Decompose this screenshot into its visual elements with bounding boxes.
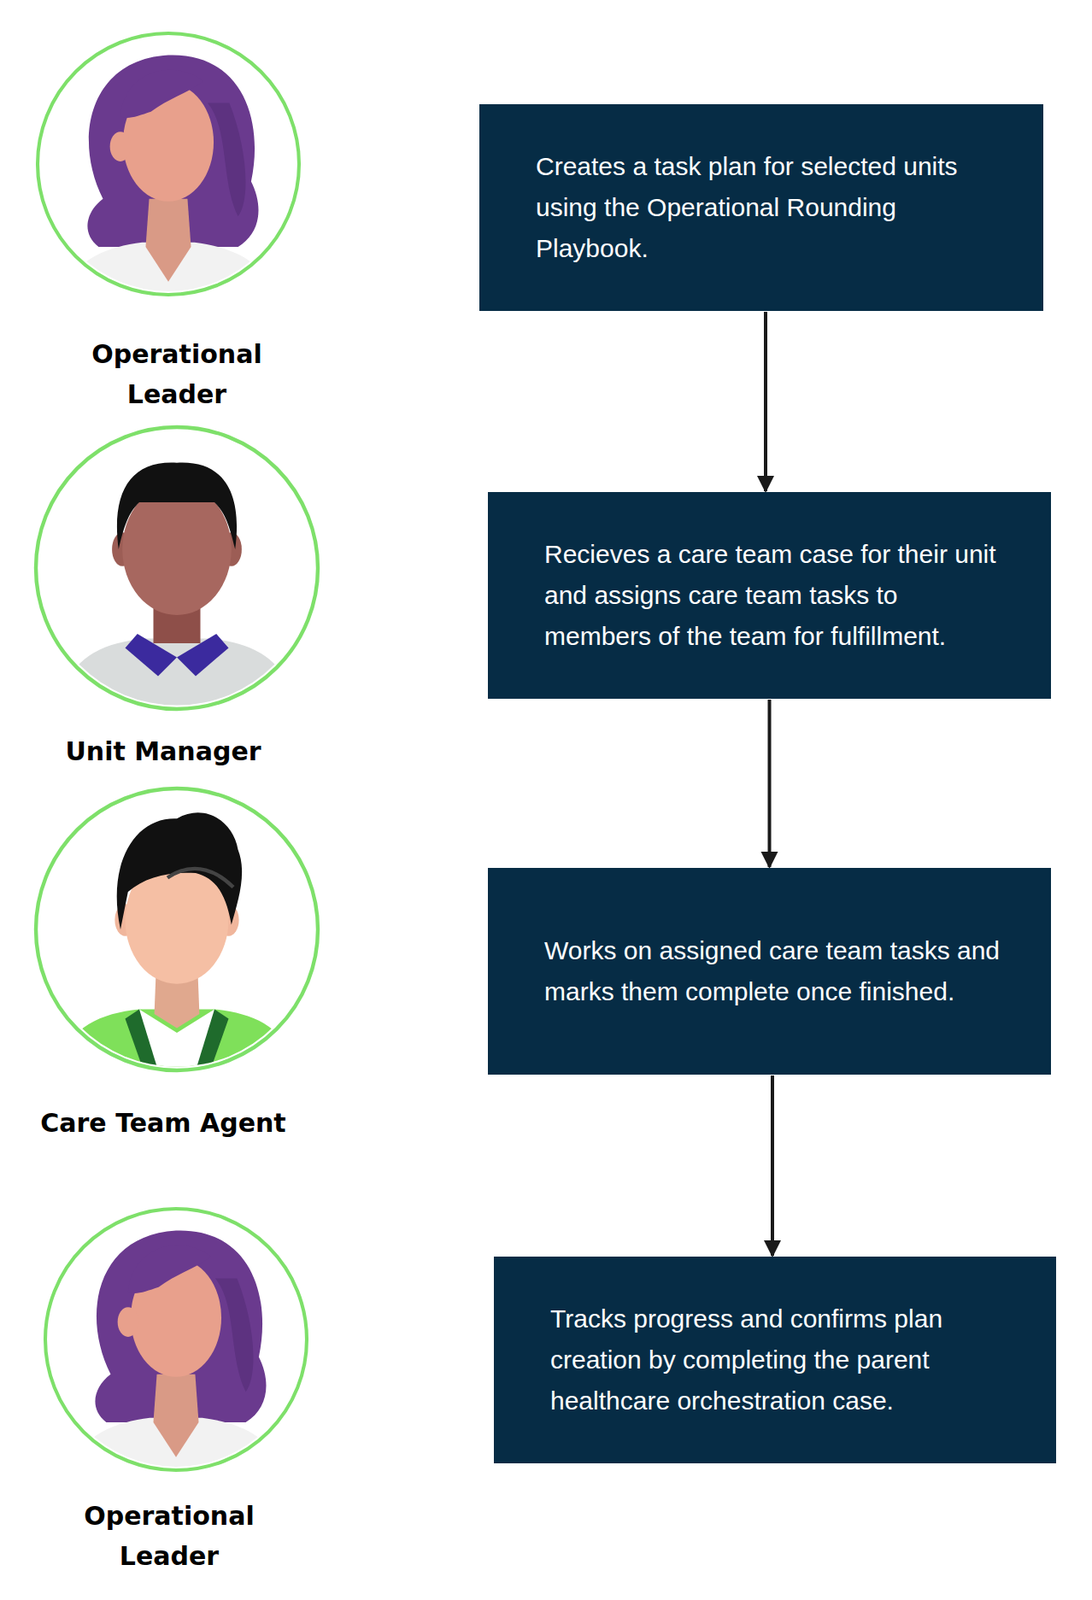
- operational-leader-avatar: [45, 1209, 307, 1471]
- persona-name: Care Team Agent: [35, 1103, 292, 1145]
- flow-arrow: [770, 1075, 775, 1257]
- step-text: Recieves a care team case for their unit…: [544, 534, 1009, 658]
- process-box: Creates a task plan for selected units u…: [479, 104, 1044, 312]
- flow-arrow: [763, 311, 768, 492]
- step-text: Works on assigned care team tasks and ma…: [544, 930, 1009, 1013]
- care-team-agent-avatar: [35, 788, 318, 1081]
- unit-manager-avatar: [35, 427, 318, 719]
- process-box: Tracks progress and confirms plan creati…: [493, 1256, 1057, 1464]
- persona-name: Operational Leader: [41, 1497, 298, 1577]
- step-text: Tracks progress and confirms plan creati…: [550, 1298, 1014, 1422]
- operational-leader-avatar: [37, 33, 300, 295]
- flow-arrow: [768, 699, 772, 868]
- process-box: Recieves a care team case for their unit…: [487, 492, 1051, 699]
- step-text: Creates a task plan for selected units u…: [535, 146, 1001, 270]
- persona-name: Unit Manager: [35, 732, 292, 773]
- process-box: Works on assigned care team tasks and ma…: [487, 868, 1051, 1075]
- persona-name: Operational Leader: [48, 334, 306, 415]
